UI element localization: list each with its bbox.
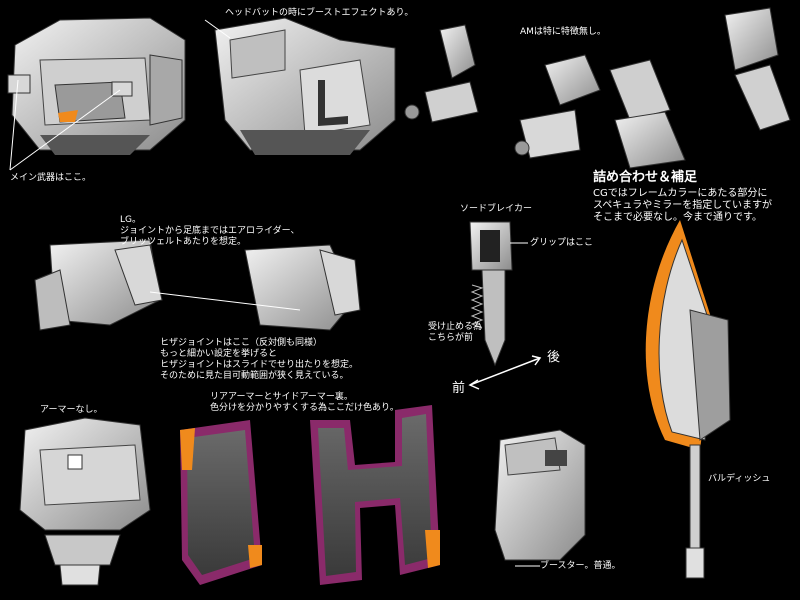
am-note: AMは特に特徴無し。 [520,27,606,37]
receive-line-2: こちらが前 [428,333,474,343]
head-front-model [7,17,186,155]
leg-models [34,239,361,331]
supplement-line-2: スペキュラやミラーを指定していますが [593,200,772,211]
receive-line-1: 受け止める為 [428,322,483,332]
lower-body-model [19,417,151,586]
arm-models [404,7,791,169]
front-label: 前 [452,381,466,396]
lg-line-1: ジョイントから足底まではエアロライダー、 [120,226,300,236]
side-armor-plate [310,405,440,585]
supplement-title: 詰め合わせ＆補足 [593,170,698,185]
head-back-model [214,17,396,155]
direction-arrow [468,355,542,390]
lg-line-2: ブリッツェルトあたりを想定。 [120,237,247,247]
knee-note-line-3: ヒザジョイントはスライドでせり出たりを想定。 [160,360,359,370]
no-armor-label: アーマーなし。 [40,405,103,415]
headbutt-note: ヘッドバットの時にブーストエフェクトあり。 [225,8,414,18]
rear-armor-line-2: 色分けを分かりやすくする為ここだけ色あり。 [210,403,399,413]
main-weapon-label: メイン武器はここ。 [10,173,92,183]
rear-armor-line-1: リアアーマーとサイドアーマー裏。 [210,392,353,402]
main-weapon-leader-lines [9,19,231,171]
knee-note-line-1: ヒザジョイントはここ（反対側も同様） [160,338,323,348]
knee-note-line-2: もっと細かい設定を挙げると [160,349,278,359]
sword-breaker-label: ソードブレイカー [460,204,533,214]
supplement-line-1: CGではフレームカラーにあたる部分に [593,188,768,199]
supplement-line-3: そこまで必要なし。今まで通りです。 [593,212,762,223]
grip-label: グリップはここ [530,238,594,248]
back-label: 後 [547,350,561,365]
bardiche-model [645,220,731,579]
rear-armor-plate [180,420,262,585]
lg-title: LG。 [120,215,141,225]
knee-leader-line [149,291,301,311]
booster-label: ブースター。普通。 [540,561,621,571]
sword-breaker-model [469,221,528,367]
bardiche-label: バルディッシュ [708,474,771,484]
booster-model [494,429,586,561]
knee-note-line-4: そのために見た目可動範囲が狭く見えている。 [160,371,349,381]
